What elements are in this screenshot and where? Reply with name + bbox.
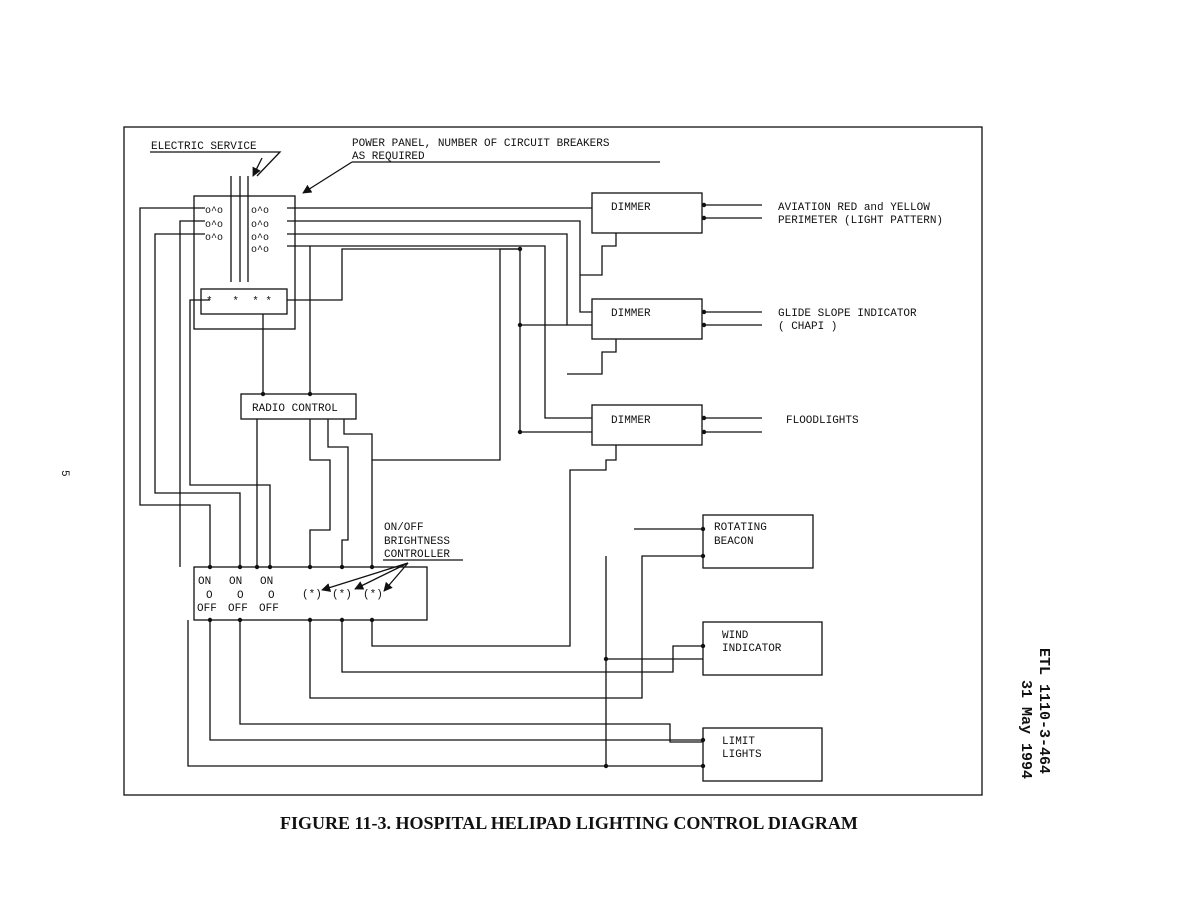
breaker-strip-marks: * * * * (206, 296, 272, 308)
svg-text:O: O (206, 590, 213, 602)
svg-text:O: O (268, 590, 275, 602)
wiring-junctions (207, 246, 706, 769)
svg-text:o^o: o^o (205, 206, 223, 217)
dimmer-output-lines (702, 204, 762, 433)
svg-text:OFF: OFF (228, 603, 248, 615)
limit-lights-line2: LIGHTS (722, 749, 762, 761)
output-aviation-line1: AVIATION RED and YELLOW (778, 202, 930, 214)
electric-service-label: ELECTRIC SERVICE (151, 141, 257, 153)
svg-text:ON: ON (260, 576, 273, 588)
power-panel-arrow (302, 161, 353, 194)
document-date: 31 May 1994 (1017, 680, 1034, 779)
figure-caption: FIGURE 11-3. HOSPITAL HELIPAD LIGHTING C… (280, 813, 858, 833)
dimmer-box-1 (591, 192, 703, 234)
dimmer-label-1: DIMMER (611, 202, 651, 214)
electric-service-arrow (252, 157, 263, 177)
switch-panel-box (193, 566, 428, 621)
svg-text:ON: ON (198, 576, 211, 588)
power-panel-label-line2: AS REQUIRED (352, 151, 425, 163)
power-panel-label-line1: POWER PANEL, NUMBER OF CIRCUIT BREAKERS (352, 138, 610, 150)
brightness-marker-1: (*) (302, 589, 322, 601)
brightness-label-line3: CONTROLLER (384, 549, 450, 561)
output-glide-line2: ( CHAPI ) (778, 321, 837, 333)
page-number: 5 (58, 470, 70, 477)
svg-text:o^o: o^o (251, 245, 269, 256)
brightness-label-line2: BRIGHTNESS (384, 536, 450, 548)
wiring (139, 207, 703, 767)
limit-lights-line1: LIMIT (722, 736, 755, 748)
dimmer-label-2: DIMMER (611, 308, 651, 320)
switch-2: ON O OFF (228, 576, 248, 615)
electric-service-underline (150, 151, 282, 177)
document-id: ETL 1110-3-464 (1035, 648, 1052, 774)
svg-text:OFF: OFF (197, 603, 217, 615)
dimmer-output-dots (701, 202, 707, 435)
switch-1: ON O OFF (197, 576, 217, 615)
svg-text:o^o: o^o (251, 206, 269, 217)
dimmer-box-3 (591, 404, 703, 446)
brightness-label-line1: ON/OFF (384, 522, 424, 534)
dimmer-box-2 (591, 298, 703, 340)
radio-control-label: RADIO CONTROL (252, 403, 338, 415)
brightness-marker-2: (*) (332, 589, 352, 601)
output-glide-line1: GLIDE SLOPE INDICATOR (778, 308, 917, 320)
svg-text:o^o: o^o (205, 220, 223, 231)
svg-text:o^o: o^o (205, 233, 223, 244)
rotating-beacon-line1: ROTATING (714, 522, 767, 534)
dimmer-label-3: DIMMER (611, 415, 651, 427)
rotating-beacon-line2: BEACON (714, 536, 754, 548)
diagram-frame (123, 126, 983, 796)
wind-indicator-line1: WIND (722, 630, 749, 642)
radio-control-box (240, 393, 357, 420)
output-aviation-line2: PERIMETER (LIGHT PATTERN) (778, 215, 943, 227)
svg-text:ON: ON (229, 576, 242, 588)
service-feed-lines (230, 176, 249, 282)
svg-text:O: O (237, 590, 244, 602)
switch-3: ON O OFF (259, 576, 279, 615)
brightness-marker-3: (*) (363, 589, 383, 601)
circuit-breaker-symbols: o^oo^oo^o o^oo^oo^oo^o (205, 206, 269, 256)
svg-text:o^o: o^o (251, 220, 269, 231)
svg-text:o^o: o^o (251, 233, 269, 244)
wind-indicator-box (702, 621, 823, 676)
output-floodlights: FLOODLIGHTS (786, 415, 859, 427)
rotating-beacon-box (702, 514, 814, 569)
breaker-strip-box (200, 288, 288, 315)
limit-lights-box (702, 727, 823, 782)
svg-text:OFF: OFF (259, 603, 279, 615)
wind-indicator-line2: INDICATOR (722, 643, 782, 655)
brightness-arrows (321, 562, 409, 592)
